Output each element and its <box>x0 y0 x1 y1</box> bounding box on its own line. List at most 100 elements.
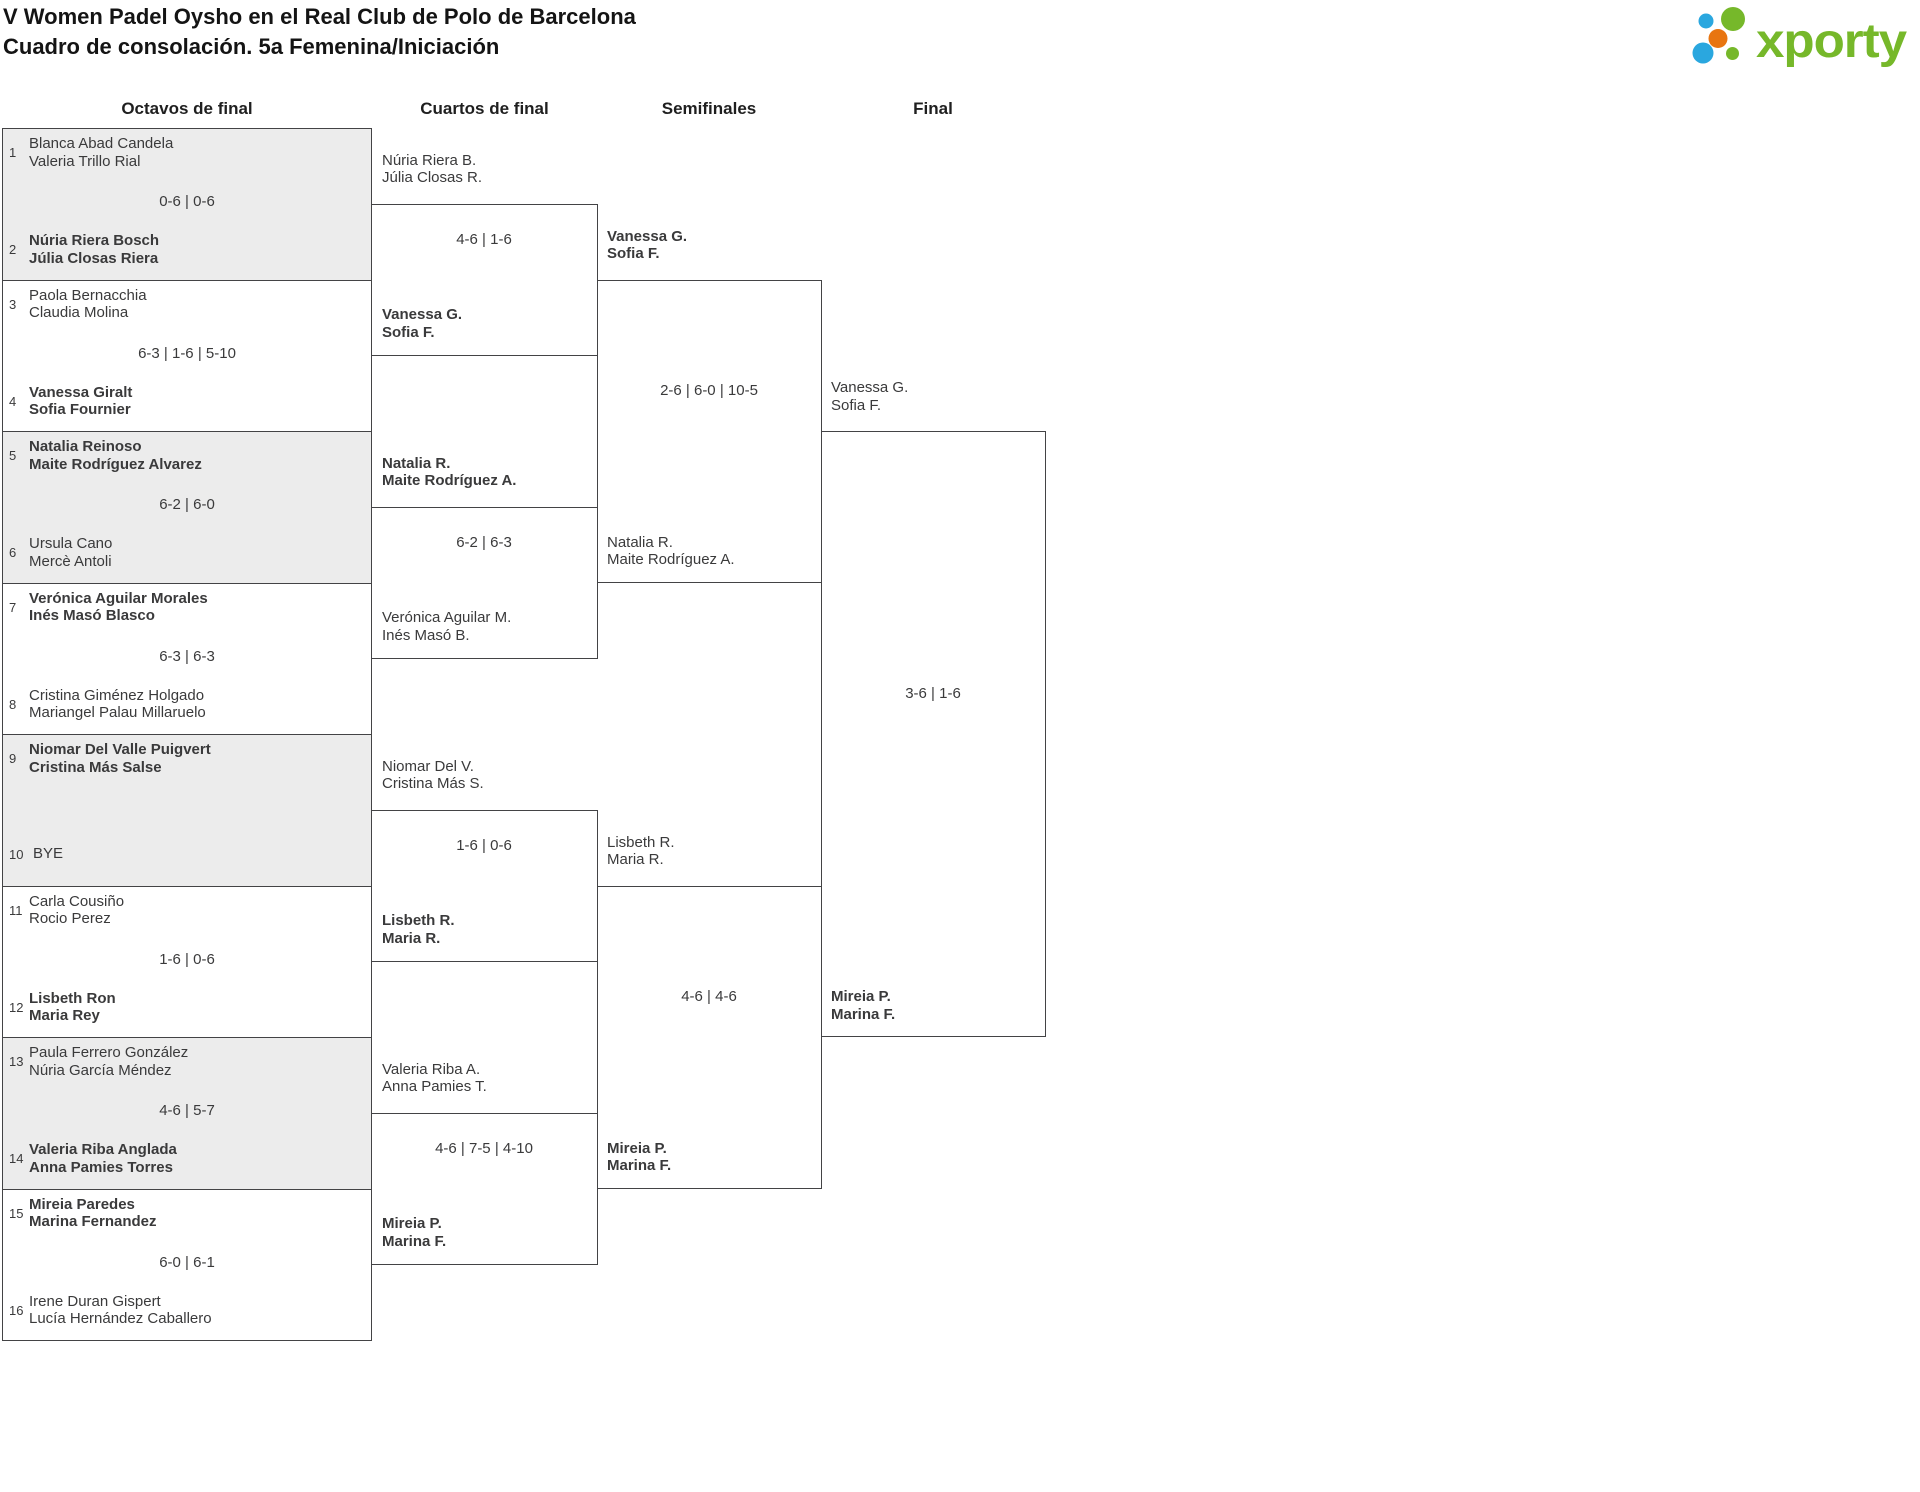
match-score: 6-3 | 6-3 <box>159 647 215 665</box>
player-name: Natalia R. <box>382 454 451 472</box>
player-name: Marina F. <box>607 1157 672 1174</box>
player-name: Verónica Aguilar Morales <box>29 589 208 607</box>
match-score: 4-6 | 5-7 <box>159 1102 215 1119</box>
team-names: BYE <box>33 845 63 863</box>
player-name: Mireia Paredes <box>29 1195 135 1213</box>
player-name: Cristina Más Salse <box>29 758 162 776</box>
seed-number: 3 <box>9 296 17 312</box>
player-name: Carla Cousiño <box>29 892 125 910</box>
match-octavos-1: 1 Blanca Abad Candela Valeria Trillo Ria… <box>2 128 372 281</box>
team-names: Carla Cousiño Rocio Perez <box>29 893 124 928</box>
player-name: Sofia F. <box>831 396 882 414</box>
team-names: Natalia R. Maite Rodríguez A. <box>607 534 821 569</box>
team-names: Núria Riera B. Júlia Closas R. <box>382 152 596 187</box>
team-names: Niomar Del Valle Puigvert Cristina Más S… <box>29 741 211 776</box>
match-octavos-4: 7 Verónica Aguilar Morales Inés Masó Bla… <box>2 582 372 735</box>
match-score: 1-6 | 0-6 <box>159 950 215 968</box>
player-name: Marina F. <box>831 1005 896 1023</box>
team-names: Cristina Giménez Holgado Mariangel Palau… <box>29 687 206 722</box>
match-octavos-8: 15 Mireia Paredes Marina Fernandez 6-0 |… <box>2 1188 372 1341</box>
team-names: Vanessa Giralt Sofia Fournier <box>29 384 132 419</box>
player-name: Marina Fernandez <box>29 1213 157 1230</box>
player-name: Inés Masó Blasco <box>29 607 155 624</box>
match-score: 4-6 | 7-5 | 4-10 <box>435 1139 533 1157</box>
team-names: Natalia R. Maite Rodríguez A. <box>382 455 596 490</box>
player-name: Mercè Antoli <box>29 552 112 570</box>
seed-number: 16 <box>9 1302 24 1318</box>
team-names: Irene Duran Gispert Lucía Hernández Caba… <box>29 1293 212 1328</box>
page-title: V Women Padel Oysho en el Real Club de P… <box>3 2 636 62</box>
team-names: Mireia P. Marina F. <box>831 988 1045 1023</box>
seed-number: 13 <box>9 1054 24 1069</box>
team-names: Ursula Cano Mercè Antoli <box>29 535 112 570</box>
player-name: Vanessa G. <box>831 379 909 396</box>
player-name: Valeria Trillo Rial <box>29 152 141 170</box>
match-cuartos-4-box <box>371 1112 598 1265</box>
title-line1: V Women Padel Oysho en el Real Club de P… <box>3 4 636 29</box>
team-names: Verónica Aguilar Morales Inés Masó Blasc… <box>29 590 208 625</box>
player-name: Mireia P. <box>607 1139 667 1157</box>
player-name: Lisbeth R. <box>382 912 455 930</box>
player-name: Vanessa G. <box>382 306 463 324</box>
team-names: Niomar Del V. Cristina Más S. <box>382 758 596 793</box>
title-line2: Cuadro de consolación. 5a Femenina/Inici… <box>3 34 500 59</box>
match-octavos-5: 9 Niomar Del Valle Puigvert Cristina Más… <box>2 734 372 887</box>
player-name: Maria Rey <box>29 1007 100 1024</box>
player-name: Núria Riera Bosch <box>29 232 160 249</box>
player-name: Júlia Closas Riera <box>29 249 159 267</box>
seed-number: 5 <box>9 448 17 463</box>
team-names: Mireia Paredes Marina Fernandez <box>29 1196 157 1231</box>
player-name: Rocio Perez <box>29 910 111 927</box>
seed-number: 6 <box>9 545 17 560</box>
match-semifinal-2-box <box>597 885 822 1189</box>
round-header-final: Final <box>913 99 953 118</box>
player-name: Cristina Giménez Holgado <box>29 686 205 704</box>
player-name: Lisbeth Ron <box>29 989 116 1007</box>
player-name: Marina F. <box>382 1232 447 1250</box>
match-score: 1-6 | 0-6 <box>456 836 512 854</box>
xporty-logo: xporty <box>1686 5 1920 71</box>
round-header-cuartos: Cuartos de final <box>420 99 549 118</box>
seed-number: 2 <box>9 242 17 257</box>
logo-dot-blue-large <box>1692 42 1714 64</box>
round-header-semifinales: Semifinales <box>661 99 757 118</box>
match-score: 6-2 | 6-0 <box>159 496 215 513</box>
player-name: Paula Ferrero González <box>29 1044 189 1061</box>
team-names: Vanessa G. Sofia F. <box>831 379 1045 414</box>
team-names: Núria Riera Bosch Júlia Closas Riera <box>29 232 159 267</box>
match-score: 2-6 | 6-0 | 10-5 <box>660 382 758 399</box>
match-final-box <box>821 431 1046 1037</box>
match-score: 4-6 | 1-6 <box>456 230 512 248</box>
team-names: Vanessa G. Sofia F. <box>382 306 596 341</box>
player-name: Irene Duran Gispert <box>29 1292 161 1310</box>
xporty-logo-icon: xporty <box>1692 7 1908 68</box>
match-octavos-6: 11 Carla Cousiño Rocio Perez 1-6 | 0-6 1… <box>2 885 372 1038</box>
team-names: Valeria Riba Anglada Anna Pamies Torres <box>29 1141 177 1176</box>
player-name: Valeria Riba A. <box>382 1060 481 1078</box>
seed-number: 10 <box>9 847 24 862</box>
match-score: 4-6 | 4-6 <box>681 988 737 1005</box>
player-name: Maria R. <box>607 851 664 868</box>
match-score: 6-3 | 1-6 | 5-10 <box>138 344 236 362</box>
logo-dot-blue-small <box>1698 13 1714 29</box>
logo-dot-green-large <box>1721 7 1745 31</box>
match-score: 0-6 | 0-6 <box>159 193 215 210</box>
player-name: Anna Pamies T. <box>382 1078 487 1096</box>
seed-number: 11 <box>9 902 23 918</box>
team-names: Lisbeth Ron Maria Rey <box>29 990 116 1025</box>
team-names: Lisbeth R. Maria R. <box>607 834 821 869</box>
team-names: Vanessa G. Sofia F. <box>607 228 821 263</box>
player-name: Valeria Riba Anglada <box>29 1141 177 1158</box>
player-name: Natalia Reinoso <box>29 438 142 455</box>
player-name: Niomar Del Valle Puigvert <box>29 741 211 758</box>
logo-wordmark: xporty <box>1756 15 1907 68</box>
seed-number: 8 <box>9 696 17 712</box>
player-name: Mireia P. <box>831 988 891 1005</box>
team-names: Blanca Abad Candela Valeria Trillo Rial <box>29 135 173 170</box>
player-name: Cristina Más S. <box>382 775 484 793</box>
player-name: Ursula Cano <box>29 535 113 552</box>
player-name: Lisbeth R. <box>607 833 675 851</box>
match-score: 6-0 | 6-1 <box>159 1253 215 1271</box>
player-name: Maite Rodríguez A. <box>607 551 735 568</box>
